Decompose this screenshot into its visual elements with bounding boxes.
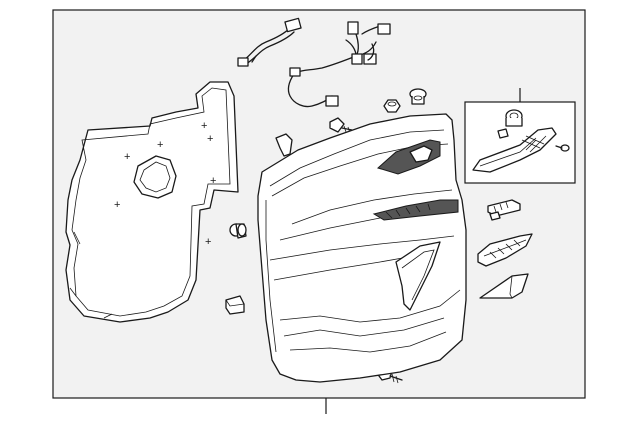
svg-text:+: + [201, 120, 207, 132]
svg-text:+: + [124, 151, 130, 163]
inset-grommet [505, 109, 523, 127]
wiring-harness-main [287, 21, 391, 108]
door-trim-panel [257, 113, 467, 383]
clip-left-upper [275, 133, 293, 157]
inset-screw [555, 144, 570, 152]
svg-text:+: + [205, 236, 211, 248]
grommet-top [383, 99, 401, 113]
water-deflector-panel: + + + + + + + [65, 81, 239, 323]
svg-text:+: + [157, 139, 163, 151]
wiring-harness-upper [237, 17, 302, 67]
bezel-grille [521, 135, 547, 153]
trim-wedge-right [479, 273, 529, 299]
clip-small-bottom-left [225, 295, 245, 315]
switch-clip-right [487, 199, 521, 221]
retainer-clip-top [409, 88, 427, 105]
svg-text:+: + [114, 199, 120, 211]
inset-clip [497, 128, 509, 139]
push-pin-left [229, 223, 247, 239]
screw-upper [329, 117, 353, 134]
svg-text:+: + [210, 175, 216, 187]
inset-detail-box [464, 88, 576, 184]
grille-insert-right [477, 233, 533, 267]
svg-text:+: + [207, 133, 213, 145]
